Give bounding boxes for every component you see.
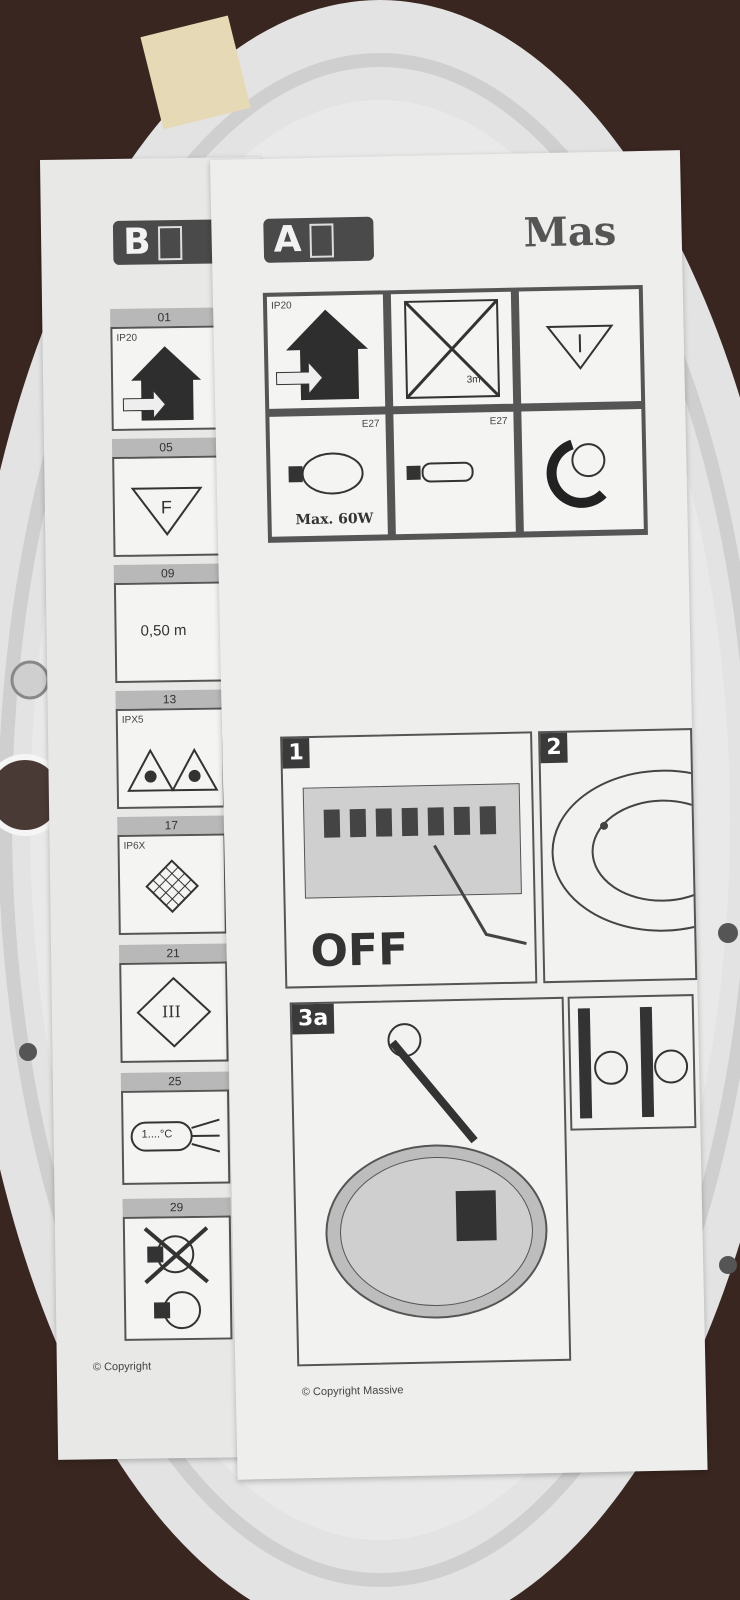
instruction-sheet-a: A Mas IP20 3m E27 Max. 60W E27 <box>210 150 740 1480</box>
step-2-panel: 2 <box>538 728 740 984</box>
temperature-label: 1....°C <box>141 1128 173 1141</box>
icon-number: 01 <box>110 307 219 328</box>
f-mark-icon: F <box>112 455 222 558</box>
water-protection-icon: IPX5 <box>115 707 226 809</box>
energy-bulb-e27-icon: E27 <box>393 411 516 535</box>
screw-icon <box>10 660 50 700</box>
class-label: III <box>161 1002 182 1022</box>
tape-strip <box>140 15 251 130</box>
icon-grid: IP20 3m E27 Max. 60W E27 <box>262 284 648 543</box>
info-icon <box>309 223 334 258</box>
dust-protection-icon: IP6X <box>117 833 227 935</box>
copyright-a: © Copyright Massive <box>301 1384 404 1399</box>
sheet-a-letter: A <box>273 219 302 261</box>
step-number: 2 <box>540 732 569 764</box>
brand-logo: Mas <box>523 207 617 257</box>
sheet-a-tab: A <box>263 216 375 263</box>
dimmable-icon <box>521 409 644 532</box>
indoor-use-icon: IP20 <box>266 294 386 409</box>
ip-rating-label: IP6X <box>123 840 146 852</box>
copyright-b: © Copyright <box>92 1360 152 1374</box>
distance-3m-icon: 3m <box>390 291 514 407</box>
max-wattage-label: Max. 60W <box>295 510 374 529</box>
distance-label: 3m <box>466 374 481 386</box>
bulb-e27-icon: E27 Max. 60W <box>269 414 388 537</box>
svg-text:F: F <box>161 497 172 517</box>
indoor-use-icon: IP20 <box>110 325 220 432</box>
info-icon <box>158 226 183 261</box>
icon-number: 21 <box>118 943 228 963</box>
icon-number: 25 <box>120 1071 229 1091</box>
step-number: 1 <box>282 738 311 769</box>
f-mark-icon <box>518 289 642 404</box>
ip-rating-label: IP20 <box>270 300 292 312</box>
no-bulb-type-icon <box>122 1215 233 1341</box>
off-label: OFF <box>310 924 409 978</box>
ceiling-mount-icon <box>551 769 740 932</box>
step-number: 3a <box>291 1003 335 1035</box>
class-iii-icon: III <box>119 961 229 1063</box>
small-hole <box>718 923 738 943</box>
ip-rating-label: IPX5 <box>121 714 144 726</box>
small-hole <box>19 1043 37 1061</box>
icon-number: 05 <box>111 437 221 458</box>
min-distance-icon: 0,50 m <box>113 581 224 683</box>
icon-number: 17 <box>117 815 226 835</box>
small-hole <box>719 1256 737 1274</box>
socket-label: E27 <box>489 415 508 428</box>
circuit-breaker-icon <box>302 783 527 946</box>
wiring-diagram-icon <box>325 1023 548 1319</box>
instruction-sheet-b: B 01 IP20 05 F 09 0,50 m 13 IPX5 17 IP6X… <box>40 156 279 1460</box>
icon-number: 13 <box>115 689 224 709</box>
bulb-warning-panel <box>567 994 697 1131</box>
heat-resistant-cable-icon: 1....°C <box>121 1089 231 1185</box>
icon-number: 09 <box>113 563 222 584</box>
sheet-b-letter: B <box>122 221 151 263</box>
icon-number: 29 <box>122 1197 231 1217</box>
distance-label: 0,50 m <box>140 622 187 640</box>
step-1-panel: 1 OFF <box>280 731 538 989</box>
step-3a-panel: 3a <box>289 996 572 1367</box>
socket-label: E27 <box>361 418 380 430</box>
